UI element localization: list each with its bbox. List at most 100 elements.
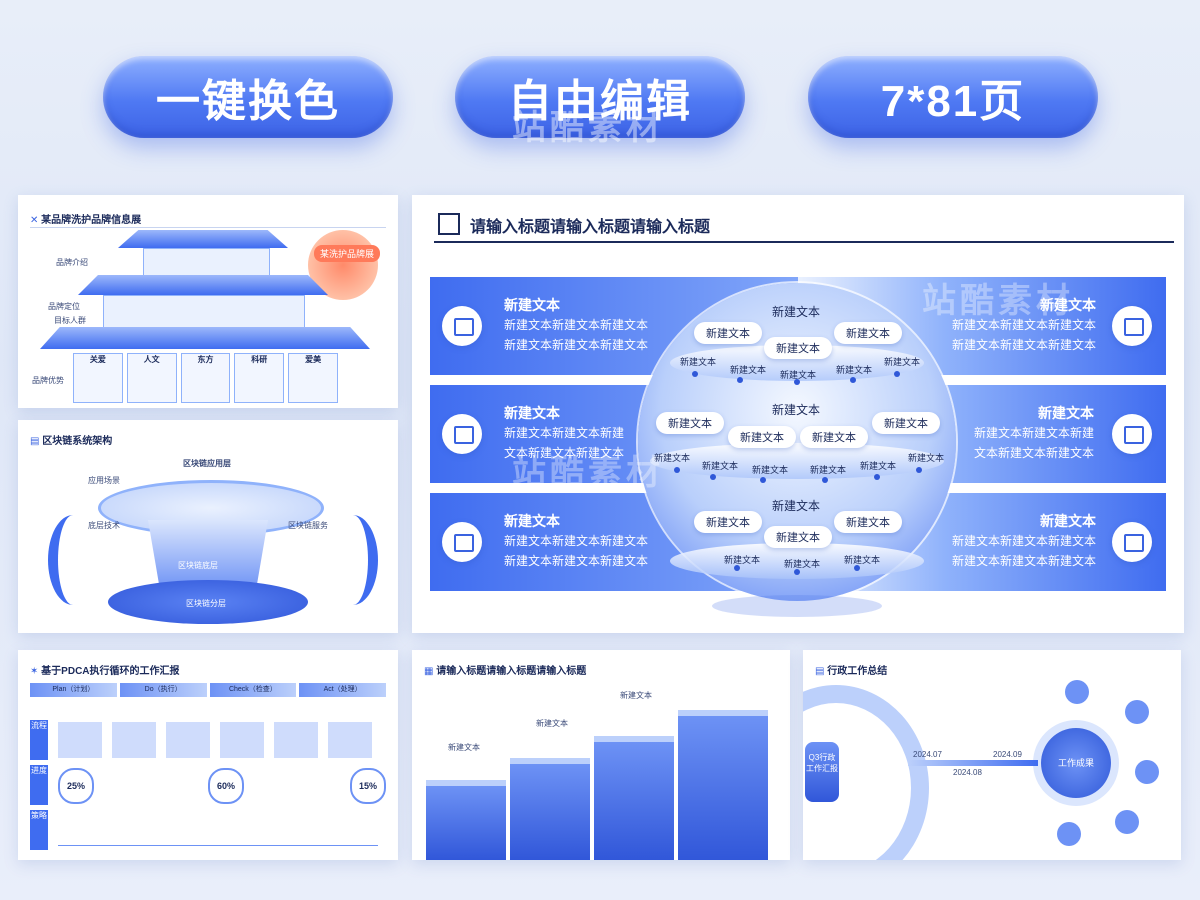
pillar: 人文 — [126, 353, 177, 403]
badge-free-edit: 自由编辑 — [455, 56, 745, 138]
logo-icon: ✕ — [30, 215, 39, 226]
doc-icon: ▦ — [424, 666, 434, 677]
title-underline — [434, 241, 1174, 243]
slide-title-text: 区块链系统架构 — [42, 436, 113, 447]
roof-bottom — [40, 327, 370, 349]
sphere-tag: 新建文本 — [694, 322, 762, 344]
center-circle: 工作成果 — [1041, 728, 1111, 798]
dot-label: 新建文本 — [844, 555, 881, 565]
stair-label: 新建文本 — [536, 719, 568, 728]
sphere-tag: 新建文本 — [834, 511, 902, 533]
row-text-right: 新建文本新建文本新建文本新建文本新建文本新建文本新建文本 — [952, 297, 1097, 352]
badge-one-click-recolor: 一键换色 — [103, 56, 393, 138]
dot-label: 新建文本 — [908, 453, 945, 463]
row-text-right: 新建文本新建文本新建文本新建文本新建文本新建文本 — [974, 405, 1095, 460]
dot-label: 新建文本 — [860, 461, 897, 471]
side-label: 品牌定位 — [48, 302, 80, 311]
dot-label: 新建文本 — [752, 465, 789, 475]
sphere-tag: 新建文本 — [764, 337, 832, 359]
stair-block — [510, 758, 590, 860]
date-label: 2024.09 — [993, 750, 1022, 759]
pillar: 爱美 — [288, 353, 338, 403]
core-cylinder — [148, 520, 268, 590]
orbit-node — [1115, 810, 1139, 834]
slide-preview-stairs[interactable]: ▦ 请输入标题请输入标题请输入标题 新建文本 新建文本 新建文本 — [412, 650, 790, 860]
sphere-tag: 新建文本 — [872, 412, 940, 434]
roof-mid — [78, 275, 328, 295]
slide-title-text: 基于PDCA执行循环的工作汇报 — [41, 666, 180, 677]
slide-preview-blockchain[interactable]: ▤ 区块链系统架构 区块链应用层 区块链底层 区块链分层 应用场景 底层技术 区… — [18, 420, 398, 633]
sphere-dot — [710, 474, 716, 480]
badge-label: 一键换色 — [156, 77, 340, 126]
phase-chip: Do（执行） — [119, 683, 207, 697]
sphere-heading: 新建文本 — [772, 499, 821, 513]
stair-block — [678, 710, 768, 860]
stack-icon: ▤ — [30, 436, 40, 447]
slide-title: ✕ 某品牌洗护品牌信息展 — [30, 211, 141, 226]
sphere-shadow — [712, 595, 882, 617]
newspaper-icon — [1112, 522, 1152, 562]
side-label: 目标人群 — [54, 316, 86, 325]
dot-label: 新建文本 — [836, 365, 873, 375]
row-label: 进度 — [30, 765, 48, 805]
date-label: 2024.07 — [913, 750, 942, 759]
sphere-tag: 新建文本 — [834, 322, 902, 344]
sphere-dot — [854, 565, 860, 571]
badge-label: 7*81页 — [880, 77, 1026, 126]
phase-chip: Plan（计划） — [30, 683, 117, 697]
pct-bubble: 15% — [350, 768, 386, 804]
row-label: 策略 — [30, 810, 48, 850]
sphere-dot — [822, 477, 828, 483]
dot-label: 新建文本 — [724, 555, 761, 565]
sphere-tag: 新建文本 — [800, 426, 868, 448]
side-label: 品牌介绍 — [56, 258, 88, 267]
dot-label: 新建文本 — [680, 357, 717, 367]
arrow-left — [48, 515, 98, 605]
floor-mid — [103, 295, 305, 329]
newspaper-icon — [442, 414, 482, 454]
sphere-tag: 新建文本 — [694, 511, 762, 533]
slide-preview-pdca[interactable]: ✶ 基于PDCA执行循环的工作汇报 Plan（计划） Do（执行） Check（… — [18, 650, 398, 860]
slide-preview-brand[interactable]: ✕ 某品牌洗护品牌信息展 某洗护品牌展 关爱 人文 东方 科研 爱美 品牌介绍 … — [18, 195, 398, 408]
phase-chip: Act（处理） — [299, 683, 386, 697]
orbit-node — [1057, 822, 1081, 846]
slide-preview-admin[interactable]: ▤ 行政工作总结 Q3行政工作汇报 工作成果 2024.07 2024.08 2… — [803, 650, 1181, 860]
stair-block — [594, 736, 674, 860]
pillar-row: 关爱 人文 东方 科研 爱美 — [73, 353, 338, 403]
slide-preview-sphere[interactable]: 请输入标题请输入标题请输入标题 新建文本新建文本新建文本新建文本新建文本新建文本… — [412, 195, 1184, 633]
watermark: 站酷素材 — [512, 109, 664, 147]
sphere-dot — [692, 371, 698, 377]
orbit-node — [1135, 760, 1159, 784]
base-disc — [108, 580, 308, 624]
newspaper-icon — [1112, 414, 1152, 454]
newspaper-icon — [442, 522, 482, 562]
slide-title: ▦ 请输入标题请输入标题请输入标题 — [424, 662, 586, 677]
newspaper-icon — [442, 306, 482, 346]
orbit-node — [1125, 700, 1149, 724]
left-badge: Q3行政工作汇报 — [805, 742, 839, 802]
sphere-heading: 新建文本 — [772, 305, 821, 319]
star-icon: ✶ — [30, 666, 39, 677]
sphere-heading: 新建文本 — [772, 403, 821, 417]
title-underline — [30, 227, 386, 228]
sphere-tag: 新建文本 — [728, 426, 796, 448]
phase-chip: Check（检查） — [209, 683, 297, 697]
dot-label: 新建文本 — [702, 461, 739, 471]
left-label: 底层技术 — [88, 521, 120, 530]
newspaper-icon — [1112, 306, 1152, 346]
pillar: 关爱 — [73, 353, 123, 403]
pillar: 东方 — [180, 353, 231, 403]
row-label: 流程 — [30, 720, 48, 760]
pct-bubble: 60% — [208, 768, 244, 804]
badge-label: 自由编辑 — [508, 77, 692, 126]
layer-label: 区块链底层 — [178, 561, 218, 570]
sphere-dot — [674, 467, 680, 473]
date-label: 2024.08 — [953, 768, 982, 777]
left-label: 区块链服务 — [288, 521, 328, 530]
layer-label: 区块链应用层 — [183, 459, 231, 468]
slide-title: 请输入标题请输入标题请输入标题 — [470, 219, 711, 236]
roof-top — [118, 230, 288, 248]
badge-page-count: 7*81页 — [808, 56, 1098, 138]
dot-label: 新建文本 — [784, 559, 821, 569]
layer-label: 区块链分层 — [186, 599, 226, 608]
